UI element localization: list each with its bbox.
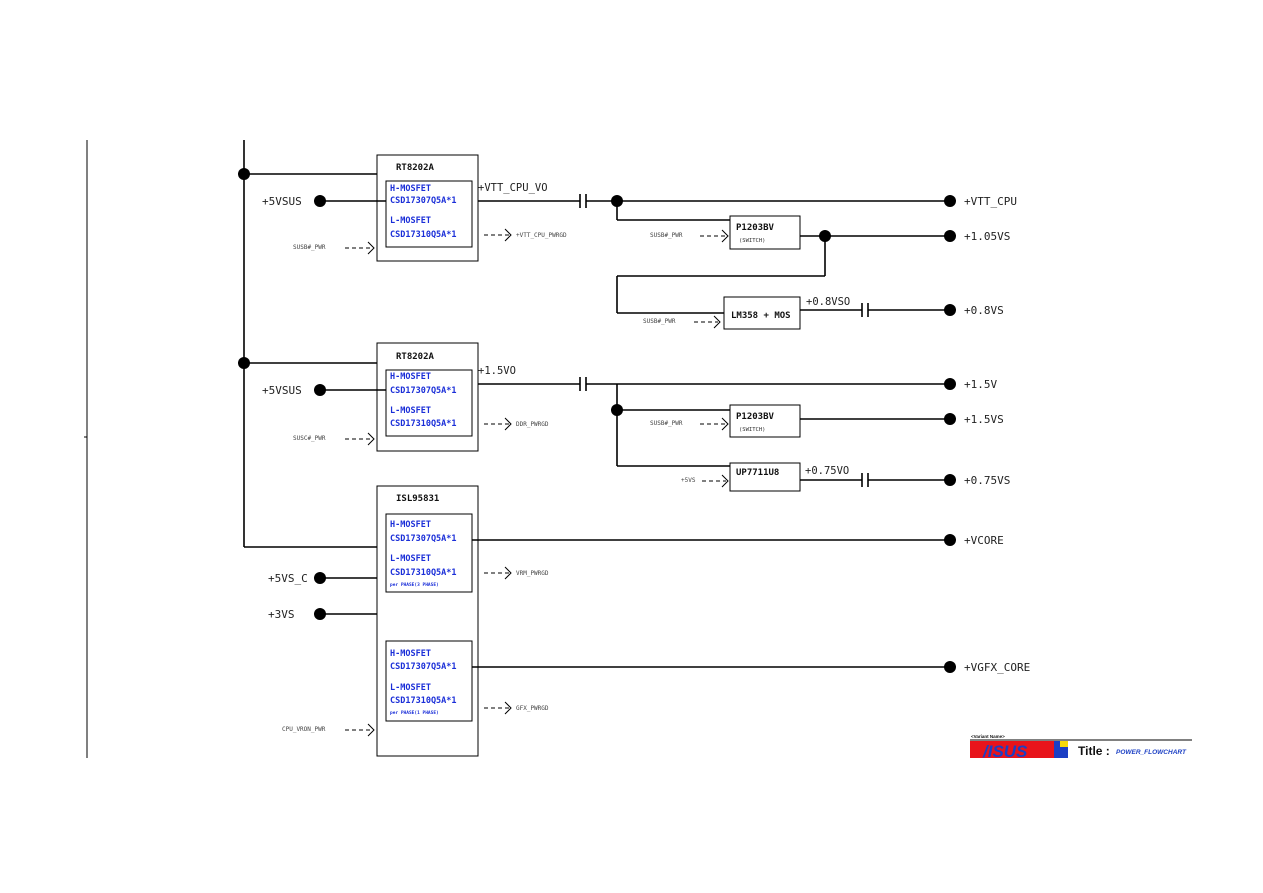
signal-vtt-cpu-pwrgd: +VTT_CPU_PWRGD <box>516 232 567 239</box>
p1203bv-top-label: P1203BV <box>736 223 775 233</box>
output-vgfx-core: +VGFX_CORE <box>964 661 1030 674</box>
output-vcore: +VCORE <box>964 534 1004 547</box>
l-mosfet-part: CSD17310Q5A*1 <box>390 230 457 240</box>
lm358-label: LM358 + MOS <box>731 311 791 321</box>
chip-label: RT8202A <box>396 163 435 173</box>
l-mosfet-label-4: L-MOSFET <box>390 683 431 693</box>
net-vtt-cpu-vo: +VTT_CPU_VO <box>478 182 548 194</box>
p1203bv-mid-block: P1203BV (SWITCH) <box>729 404 801 438</box>
output-1-5v: +1.5V <box>964 378 997 391</box>
input-node-3vs <box>314 608 326 620</box>
left-power-bus <box>238 140 377 548</box>
up7711u8-label: UP7711U8 <box>736 468 779 478</box>
h-mosfet-part-3: CSD17307Q5A*1 <box>390 534 457 544</box>
lm358-block: LM358 + MOS <box>723 296 801 330</box>
title-label: Title : <box>1078 744 1110 758</box>
title-value: POWER_FLOWCHART <box>1116 749 1187 756</box>
rt8202a-mid-block: RT8202A H-MOSFET CSD17307Q5A*1 L-MOSFET … <box>376 342 479 452</box>
signal-susb-pwr-4: SUSB#_PWR <box>650 420 683 427</box>
h-mosfet-label-3: H-MOSFET <box>390 520 431 530</box>
asus-logo-text: /ISUS <box>982 742 1028 761</box>
input-node-5vs-c <box>314 572 326 584</box>
h-mosfet-part: CSD17307Q5A*1 <box>390 196 457 206</box>
net-0-75vo: +0.75VO <box>805 465 849 477</box>
net-0-8vso: +0.8VSO <box>806 296 850 308</box>
rt8202a-top-block: RT8202A H-MOSFET CSD17307Q5A*1 L-MOSFET … <box>376 154 479 262</box>
signal-susb-pwr-3: SUSB#_PWR <box>643 318 676 325</box>
signal-ddr-pwrgd: DDR_PWRGD <box>516 421 549 428</box>
title-block: <Variant Name> /ISUS Title : POWER_FLOWC… <box>970 734 1192 761</box>
l-mosfet-label: L-MOSFET <box>390 216 431 226</box>
l-mosfet-label-2: L-MOSFET <box>390 406 431 416</box>
input-node-5vsus-2 <box>314 384 326 396</box>
h-mosfet-part-2: CSD17307Q5A*1 <box>390 386 457 396</box>
l-mosfet-part-4: CSD17310Q5A*1 <box>390 696 457 706</box>
h-mosfet-label: H-MOSFET <box>390 184 431 194</box>
input-node-5vsus-1 <box>314 195 326 207</box>
output-vtt-cpu: +VTT_CPU <box>964 195 1017 208</box>
signal-susb-pwr-2: SUSB#_PWR <box>650 232 683 239</box>
variant-name-label: <Variant Name> <box>971 734 1005 739</box>
up7711u8-block: UP7711U8 <box>729 462 801 492</box>
signal-susb-pwr-1: SUSB#_PWR <box>293 244 326 251</box>
l-mosfet-part-3: CSD17310Q5A*1 <box>390 568 457 578</box>
asus-logo: /ISUS <box>970 741 1068 761</box>
l-mosfet-label-3: L-MOSFET <box>390 554 431 564</box>
output-0-75vs: +0.75VS <box>964 474 1010 487</box>
p1203bv-top-block: P1203BV (SWITCH) <box>729 215 801 250</box>
isl95831-block: ISL95831 H-MOSFET CSD17307Q5A*1 L-MOSFET… <box>376 485 479 757</box>
input-3vs: +3VS <box>268 608 295 621</box>
isl95831-label: ISL95831 <box>396 494 439 504</box>
l-mosfet-part-2: CSD17310Q5A*1 <box>390 419 457 429</box>
signal-gfx-pwrgd: GFX_PWRGD <box>516 705 549 712</box>
output-1-05vs: +1.05VS <box>964 230 1010 243</box>
input-5vsus-1: +5VSUS <box>262 195 302 208</box>
chip-label-2: RT8202A <box>396 352 435 362</box>
p1203bv-mid-switch: (SWITCH) <box>739 427 766 433</box>
per-phase-3: per PHASE(3 PHASE) <box>390 582 439 588</box>
input-5vsus-2: +5VSUS <box>262 384 302 397</box>
net-1-5vo: +1.5VO <box>478 365 516 377</box>
p1203bv-mid-label: P1203BV <box>736 412 775 422</box>
output-0-8vs: +0.8VS <box>964 304 1004 317</box>
h-mosfet-label-2: H-MOSFET <box>390 372 431 382</box>
signal-vrm-pwrgd: VRM_PWRGD <box>516 570 549 577</box>
signal-5vs: +5VS <box>681 477 696 484</box>
signal-susc-pwr: SUSC#_PWR <box>293 435 326 442</box>
output-1-5vs: +1.5VS <box>964 413 1004 426</box>
input-5vs-c: +5VS_C <box>268 572 308 585</box>
signal-cpu-vron-pwr: CPU_VRON_PWR <box>282 726 326 733</box>
h-mosfet-part-4: CSD17307Q5A*1 <box>390 662 457 672</box>
p1203bv-top-switch: (SWITCH) <box>739 238 766 244</box>
h-mosfet-label-4: H-MOSFET <box>390 649 431 659</box>
per-phase-1: per PHASE(1 PHASE) <box>390 710 439 716</box>
